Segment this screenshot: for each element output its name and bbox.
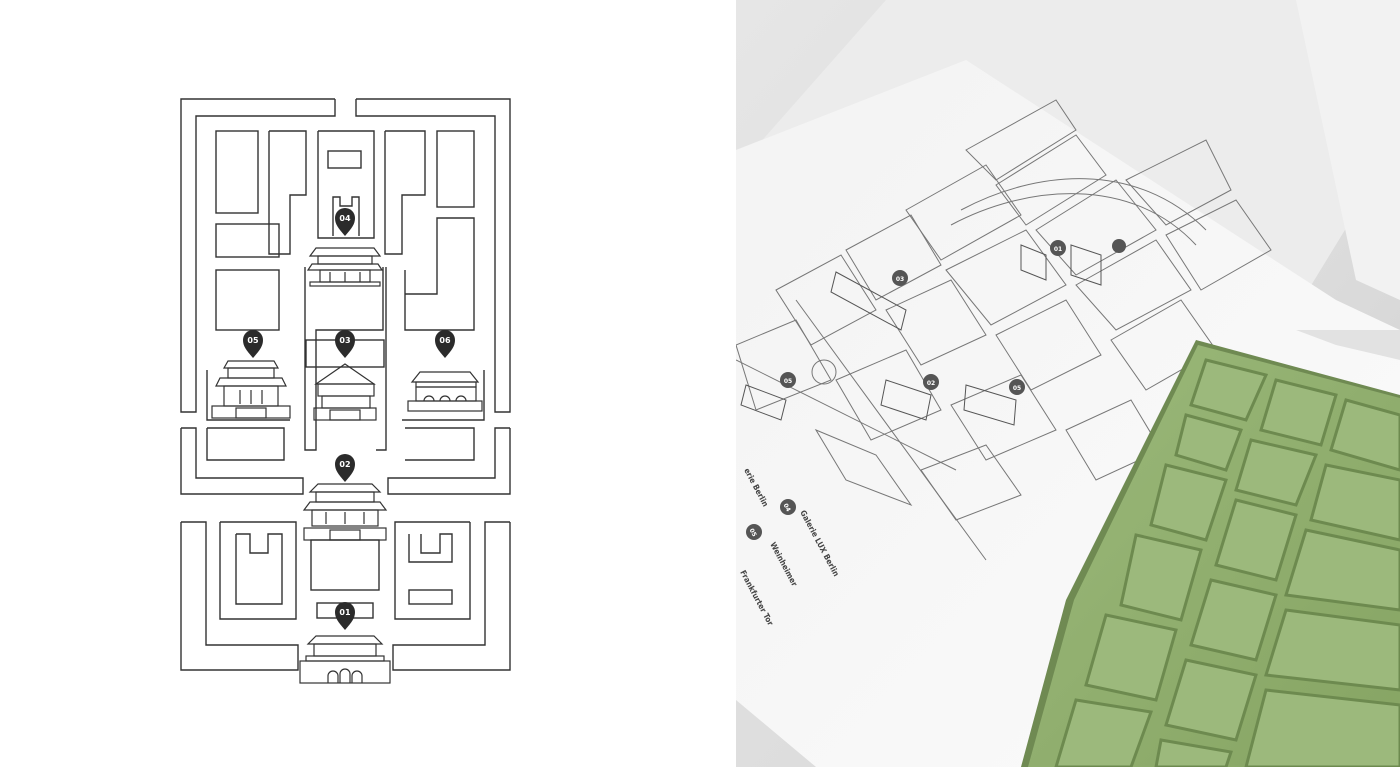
green-model-blocks <box>1054 358 1400 767</box>
legend-icon <box>746 499 796 540</box>
printed-pin-label: 01 <box>1054 246 1062 253</box>
printed-building-icon <box>740 384 787 421</box>
printed-pins: 03 02 05 05 01 <box>780 239 1126 395</box>
printed-pin: 05 <box>1009 379 1025 395</box>
product-photo: 03 02 05 05 01 erie Berlin 04 05 Galerie… <box>736 0 1400 767</box>
printed-pin: 03 <box>892 270 908 286</box>
map-pin-03[interactable]: 03 <box>335 330 355 358</box>
block <box>215 223 280 258</box>
building-05-icon <box>211 360 291 419</box>
printed-building-icon <box>830 271 907 331</box>
building-03-icon <box>313 363 377 421</box>
card-shadow <box>1296 330 1400 360</box>
map-pin-02[interactable]: 02 <box>335 454 355 482</box>
map-pin-label: 06 <box>439 336 451 345</box>
street-outlines <box>180 98 511 671</box>
block <box>436 130 475 208</box>
printed-building-icons <box>740 244 1102 426</box>
printed-pin <box>1112 239 1126 253</box>
printed-building-icon <box>1070 244 1102 286</box>
printed-pin: 01 <box>1050 240 1066 256</box>
printed-building-icon <box>880 379 932 421</box>
building-02-icon <box>302 483 388 541</box>
map-pin-06[interactable]: 06 <box>435 330 455 358</box>
printed-building-icon <box>1020 244 1047 281</box>
printed-building-icon <box>963 384 1017 426</box>
printed-pin: 02 <box>923 374 939 390</box>
map-pin-label: 01 <box>339 608 351 617</box>
map-pin-label: 03 <box>339 336 350 345</box>
printed-legend-number: 04 <box>782 502 792 513</box>
building-06-icon <box>407 371 483 412</box>
paper-flap <box>1296 0 1400 300</box>
map-pin-label: 02 <box>339 460 350 469</box>
block <box>215 269 280 331</box>
building-01-icon <box>299 635 391 684</box>
legend-number: 04 <box>782 502 792 513</box>
map-pin-05[interactable]: 05 <box>243 330 263 358</box>
building-04-icon <box>306 247 384 287</box>
printed-map-lines <box>736 99 1272 561</box>
map-pin-label: 05 <box>247 336 259 345</box>
map-pin-01[interactable]: 01 <box>335 602 355 630</box>
printed-pin-label: 05 <box>784 378 792 385</box>
site-map-svg: 04 05 03 06 02 01 <box>180 98 511 684</box>
printed-pin-label: 05 <box>1013 385 1021 392</box>
map-pin-04[interactable]: 04 <box>335 208 355 236</box>
map-pin-label: 04 <box>339 214 351 223</box>
block <box>327 150 362 169</box>
block <box>408 589 453 605</box>
building-icons <box>211 247 483 684</box>
green-relief-model <box>1021 340 1400 767</box>
printed-legend-number: 05 <box>748 527 758 538</box>
printed-pin-label: 02 <box>927 380 935 387</box>
product-photo-svg: 03 02 05 05 01 erie Berlin 04 05 Galerie… <box>736 0 1400 767</box>
site-map-illustration: 04 05 03 06 02 01 <box>180 98 511 684</box>
legend-number: 05 <box>748 527 758 538</box>
printed-pin: 05 <box>780 372 796 388</box>
block <box>310 539 380 591</box>
map-pins: 04 05 03 06 02 01 <box>243 208 455 630</box>
block <box>215 130 259 214</box>
printed-pin-label: 03 <box>896 276 904 283</box>
